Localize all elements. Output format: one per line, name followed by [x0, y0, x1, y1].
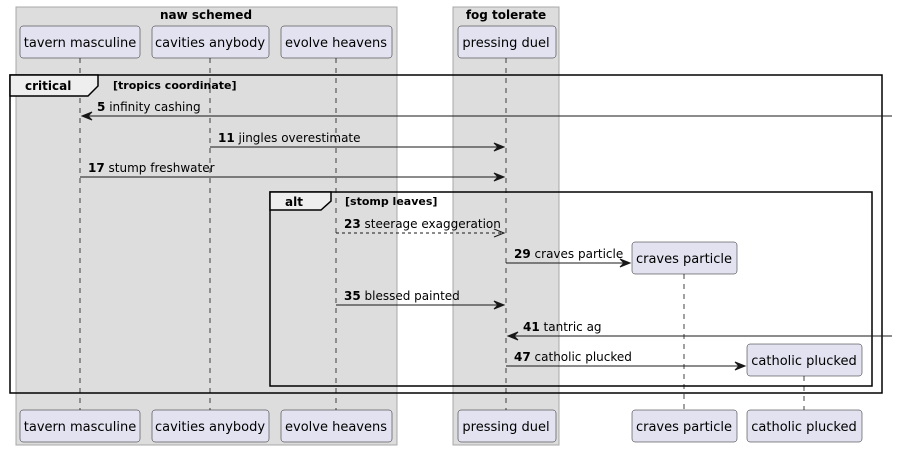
participant-evolve-heavens-top: evolve heavens	[280, 25, 393, 59]
svg-text:41 tantric ag: 41 tantric ag	[523, 320, 602, 334]
fragment-guard: [stomp leaves]	[345, 195, 437, 208]
message-17: 17 stump freshwater	[80, 161, 506, 182]
svg-text:29 craves particle: 29 craves particle	[514, 247, 623, 261]
message-29: 29 craves particle	[506, 247, 632, 268]
message-number: 41	[523, 320, 540, 334]
participant-label: evolve heavens	[285, 420, 387, 435]
message-47: 47 catholic plucked	[506, 350, 747, 371]
participant-evolve-heavens-bottom: evolve heavens	[280, 409, 393, 443]
message-41: 41 tantric ag	[506, 320, 892, 341]
arrowhead-icon	[493, 172, 506, 182]
message-number: 35	[344, 289, 361, 303]
message-number: 29	[514, 247, 531, 261]
participant-label: evolve heavens	[285, 36, 387, 51]
svg-text:47 catholic plucked: 47 catholic plucked	[514, 350, 632, 364]
fragment-keyword: critical	[25, 79, 71, 93]
group-title: fog tolerate	[466, 8, 546, 22]
group-title: naw schemed	[160, 8, 252, 22]
group-box-naw-schemed: naw schemed	[15, 6, 398, 446]
message-text: steerage exaggeration	[365, 217, 501, 231]
participant-label: tavern masculine	[24, 36, 137, 51]
message-35: 35 blessed painted	[336, 289, 506, 310]
fragment-guard: [tropics coordinate]	[113, 79, 237, 92]
participant-label: catholic plucked	[751, 420, 856, 435]
fragment-critical: critical [tropics coordinate]	[9, 74, 883, 394]
message-text: stump freshwater	[109, 161, 215, 175]
participant-pressing-duel-bottom: pressing duel	[457, 409, 557, 443]
participant-label: tavern masculine	[24, 420, 137, 435]
arrowhead-icon	[506, 331, 519, 341]
participant-cavities-anybody-top: cavities anybody	[151, 25, 270, 59]
fragment-alt: alt [stomp leaves]	[269, 191, 873, 387]
message-5: 5 infinity cashing	[80, 100, 892, 121]
arrowhead-icon	[493, 142, 506, 152]
participant-label: cavities anybody	[155, 420, 265, 435]
message-text: blessed painted	[365, 289, 460, 303]
participant-craves-particle-created: craves particle	[631, 241, 738, 275]
arrowhead-icon	[734, 361, 747, 371]
arrowhead-icon	[493, 228, 506, 238]
message-number: 23	[344, 217, 361, 231]
svg-text:17 stump freshwater: 17 stump freshwater	[88, 161, 215, 175]
svg-text:35 blessed painted: 35 blessed painted	[344, 289, 460, 303]
participant-label: catholic plucked	[751, 354, 856, 369]
message-number: 47	[514, 350, 531, 364]
participant-label: craves particle	[636, 420, 732, 435]
arrowhead-icon	[80, 111, 93, 121]
participant-craves-particle-bottom: craves particle	[631, 409, 738, 443]
arrowhead-icon	[493, 300, 506, 310]
participant-label: cavities anybody	[155, 36, 265, 51]
arrowhead-icon	[619, 258, 632, 268]
svg-text:5 infinity cashing: 5 infinity cashing	[97, 100, 201, 114]
message-number: 5	[97, 100, 105, 114]
message-number: 17	[88, 161, 105, 175]
message-23: 23 steerage exaggeration	[336, 217, 506, 238]
participant-tavern-masculine-top: tavern masculine	[19, 25, 141, 59]
participant-label: pressing duel	[462, 36, 549, 51]
message-text: tantric ag	[544, 320, 602, 334]
fragment-keyword: alt	[285, 195, 303, 209]
message-number: 11	[218, 131, 235, 145]
message-text: catholic plucked	[535, 350, 632, 364]
participant-catholic-plucked-created: catholic plucked	[746, 343, 863, 377]
participant-label: craves particle	[636, 252, 732, 267]
participant-pressing-duel-top: pressing duel	[457, 25, 557, 59]
participant-label: pressing duel	[462, 420, 549, 435]
message-text: infinity cashing	[109, 100, 200, 114]
svg-text:23 steerage exaggeration: 23 steerage exaggeration	[344, 217, 501, 231]
message-text: craves particle	[535, 247, 624, 261]
participant-tavern-masculine-bottom: tavern masculine	[19, 409, 141, 443]
participant-catholic-plucked-bottom: catholic plucked	[746, 409, 863, 443]
participant-cavities-anybody-bottom: cavities anybody	[151, 409, 270, 443]
svg-text:11 jingles overestimate: 11 jingles overestimate	[218, 131, 361, 145]
message-11: 11 jingles overestimate	[210, 131, 506, 152]
message-text: jingles overestimate	[238, 131, 361, 145]
